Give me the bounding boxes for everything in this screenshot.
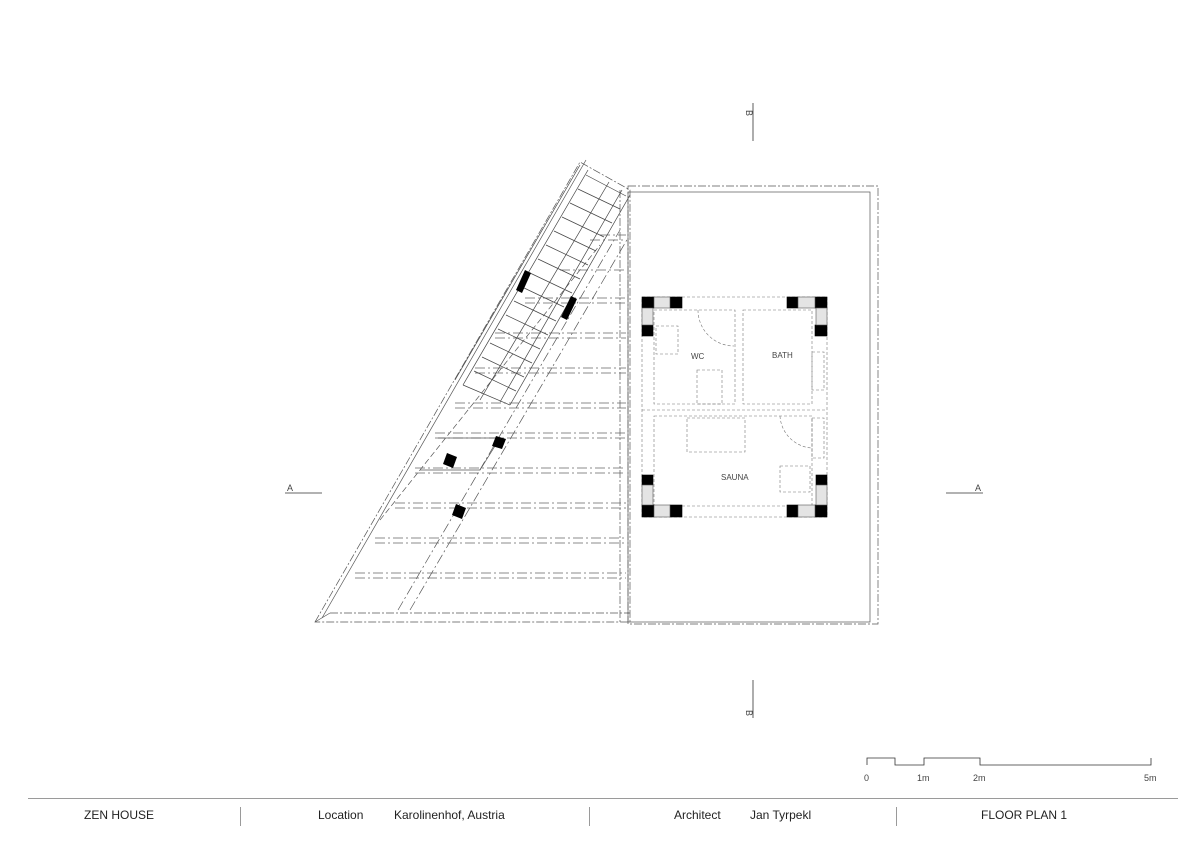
- landing-outline: [420, 437, 501, 471]
- scale-label-2m: 2m: [973, 773, 986, 783]
- section-marker-b-bottom: B: [744, 680, 754, 718]
- title-divider: [240, 807, 241, 826]
- triangular-wing: [314, 159, 631, 623]
- scale-label-0: 0: [864, 773, 869, 783]
- sheet-title: FLOOR PLAN 1: [981, 808, 1068, 822]
- core-columns: [641, 296, 828, 518]
- project-name: ZEN HOUSE: [84, 808, 155, 822]
- architect-value: Jan Tyrpekl: [750, 808, 812, 822]
- title-divider: [896, 807, 897, 826]
- title-divider: [589, 807, 590, 826]
- scale-bar: [866, 757, 1152, 766]
- service-core: [641, 296, 828, 518]
- section-marker-a-left: A: [285, 483, 322, 494]
- scale-label-1m: 1m: [917, 773, 930, 783]
- staircase: [454, 164, 631, 406]
- section-a-left-label: A: [287, 483, 293, 493]
- title-block: ZEN HOUSE Location Karolinenhof, Austria…: [28, 798, 1178, 829]
- wing-beams: [355, 234, 626, 579]
- room-label-bath: BATH: [772, 351, 793, 360]
- wing-columns: [443, 270, 577, 519]
- scale-label-5m: 5m: [1144, 773, 1157, 783]
- core-wall-infill: [641, 296, 828, 518]
- section-a-right-label: A: [975, 483, 981, 493]
- location-value: Karolinenhof, Austria: [394, 808, 505, 822]
- rectangular-wing: [627, 185, 879, 625]
- architect-label: Architect: [674, 808, 721, 822]
- section-marker-a-right: A: [946, 483, 983, 494]
- section-marker-b-top: B: [744, 103, 754, 141]
- section-b-bottom-label: B: [744, 710, 754, 716]
- room-label-sauna: SAUNA: [721, 473, 749, 482]
- room-label-wc: WC: [691, 352, 705, 361]
- section-b-top-label: B: [744, 110, 754, 116]
- location-label: Location: [318, 808, 364, 822]
